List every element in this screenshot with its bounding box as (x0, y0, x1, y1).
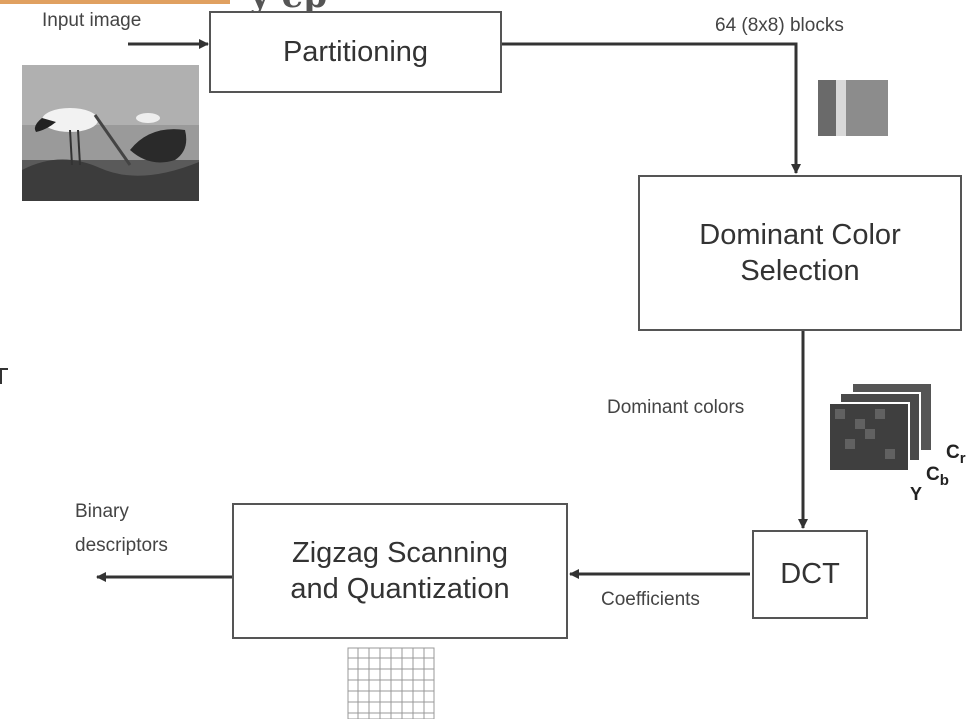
input-image (22, 65, 199, 201)
zigzag-label-line2: and Quantization (290, 573, 510, 605)
binary-label-line2: descriptors (75, 535, 168, 556)
coefficients-label: Coefficients (601, 589, 700, 610)
dominant-color-box: Dominant Color Selection (638, 175, 962, 331)
dominant-colors-label: Dominant colors (607, 397, 745, 418)
blocks-label: 64 (8x8) blocks (715, 15, 844, 36)
dct-label: DCT (780, 558, 840, 591)
blocks-thumbnail (818, 80, 888, 136)
partitioning-box: Partitioning (209, 11, 502, 93)
binary-label-line1: Binary (75, 501, 129, 522)
input-image-label: Input image (42, 10, 142, 31)
dominant-label-line2: Selection (740, 255, 860, 287)
zigzag-box: Zigzag Scanning and Quantization (232, 503, 568, 639)
partition-to-dominant-arrow (502, 42, 801, 174)
zigzag-label-line1: Zigzag Scanning (291, 536, 509, 569)
channel-cb-label: Cb (926, 464, 949, 489)
channel-cr-label: Cr (946, 442, 966, 467)
edge-fragment (0, 368, 8, 384)
quantization-grid (347, 647, 435, 719)
header-accent-strip (0, 0, 230, 4)
dominant-label-line1: Dominant Color (699, 218, 901, 251)
dct-box: DCT (752, 530, 868, 619)
channel-y-label: Y (910, 484, 923, 504)
ycbcr-stack (828, 382, 933, 472)
partitioning-label: Partitioning (282, 35, 429, 68)
